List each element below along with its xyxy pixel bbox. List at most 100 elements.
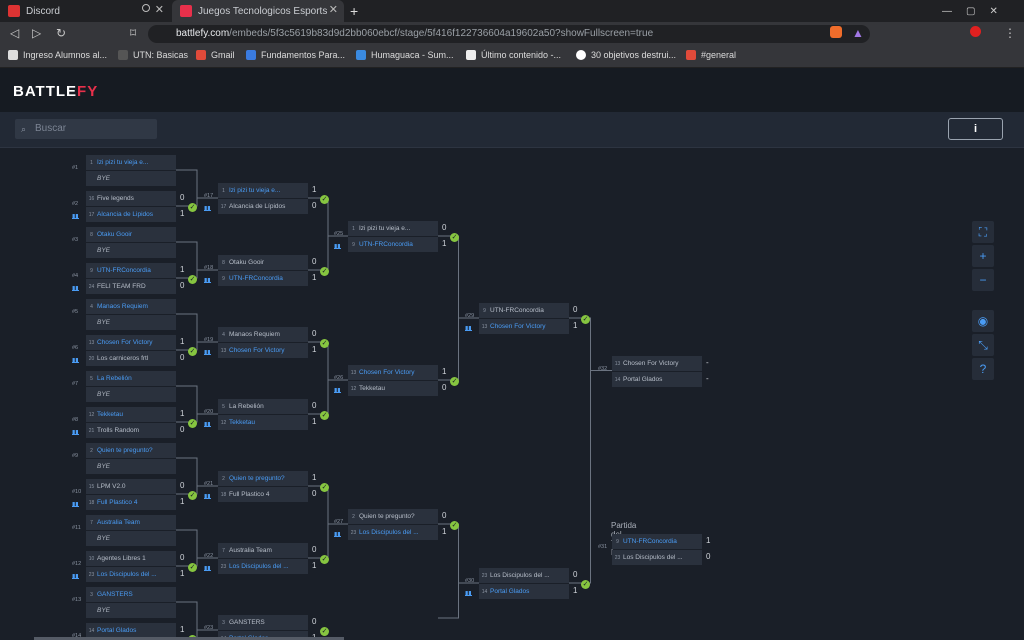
match-stats-icon[interactable]: ▮▮	[334, 388, 341, 394]
close-tab-icon[interactable]: ✕	[328, 4, 338, 16]
match-stats-icon[interactable]: ▮▮	[204, 422, 211, 428]
match-stats-icon[interactable]: ▮▮	[204, 494, 211, 500]
match-stats-icon[interactable]: ▮▮	[72, 358, 79, 364]
zoom-out-button[interactable]: −	[972, 269, 994, 291]
url-field[interactable]: battlefy.com/embeds/5f3c5619b83d9d2bb060…	[148, 25, 870, 43]
match-stats-icon[interactable]: ▮▮	[204, 278, 211, 284]
team-row[interactable]: BYE	[86, 387, 176, 402]
team-row[interactable]: BYE	[86, 171, 176, 186]
tab-discord[interactable]: Discord ✕	[0, 0, 170, 22]
bookmark-item[interactable]: 30 objetivos destrui...	[576, 50, 676, 60]
match-stats-icon[interactable]: ▮▮	[204, 350, 211, 356]
brave-rewards-icon[interactable]: ▲	[852, 26, 864, 40]
new-tab-button[interactable]: +	[350, 3, 359, 19]
team-row[interactable]: BYE	[86, 603, 176, 618]
match-stats-icon[interactable]: ▮▮	[334, 532, 341, 538]
close-tab-icon[interactable]: ✕	[154, 4, 164, 16]
info-button[interactable]: i	[948, 118, 1003, 140]
bookmark-item[interactable]: Gmail	[196, 50, 235, 60]
zoom-in-button[interactable]: +	[972, 245, 994, 267]
team-row[interactable]: BYE	[86, 531, 176, 546]
team-row[interactable]: BYE	[86, 243, 176, 258]
brave-shield-icon[interactable]	[830, 26, 842, 38]
match-stats-icon[interactable]: ▮▮	[72, 286, 79, 292]
bookmark-item[interactable]: Último contenido -...	[466, 50, 561, 60]
bookmark-item[interactable]: Ingreso Alumnos al...	[8, 50, 107, 60]
bookmark-icon[interactable]: ⌑	[130, 26, 137, 40]
focus-button[interactable]: ⛶	[972, 221, 994, 243]
match-stats-icon[interactable]: ▮▮	[72, 574, 79, 580]
match-stats-icon[interactable]: ▮▮	[72, 502, 79, 508]
back-icon[interactable]: ◁	[10, 26, 20, 40]
collapse-button[interactable]: ⤡	[972, 334, 994, 356]
match-stats-icon[interactable]: ▮▮	[465, 591, 472, 597]
bookmark-item[interactable]: #general	[686, 50, 736, 60]
match-stats-icon[interactable]: ▮▮	[334, 244, 341, 250]
match-stats-icon[interactable]: ▮▮	[204, 206, 211, 212]
forward-icon[interactable]: ▷	[32, 26, 42, 40]
view-button[interactable]: ◉	[972, 310, 994, 332]
horizontal-scrollbar[interactable]	[34, 637, 344, 640]
tab-battlefy[interactable]: Juegos Tecnologicos Esports LOL l: ✕	[172, 0, 344, 22]
menu-icon[interactable]: ⋮	[1004, 26, 1016, 40]
bookmark-item[interactable]: UTN: Basicas	[118, 50, 188, 60]
match-stats-icon[interactable]: ▮▮	[72, 214, 79, 220]
bookmark-item[interactable]: Humaguaca - Sum...	[356, 50, 454, 60]
match-stats-icon[interactable]: ▮▮	[465, 326, 472, 332]
match-stats-icon[interactable]: ▮▮	[72, 430, 79, 436]
team-row[interactable]: BYE	[86, 459, 176, 474]
help-button[interactable]: ?	[972, 358, 994, 380]
battlefy-logo[interactable]: BATTLEFY	[13, 83, 99, 100]
match-stats-icon[interactable]: ▮▮	[204, 566, 211, 572]
reload-icon[interactable]: ↻	[56, 26, 67, 40]
window-controls[interactable]: —▢✕	[942, 5, 1012, 17]
team-row[interactable]: BYE	[86, 315, 176, 330]
